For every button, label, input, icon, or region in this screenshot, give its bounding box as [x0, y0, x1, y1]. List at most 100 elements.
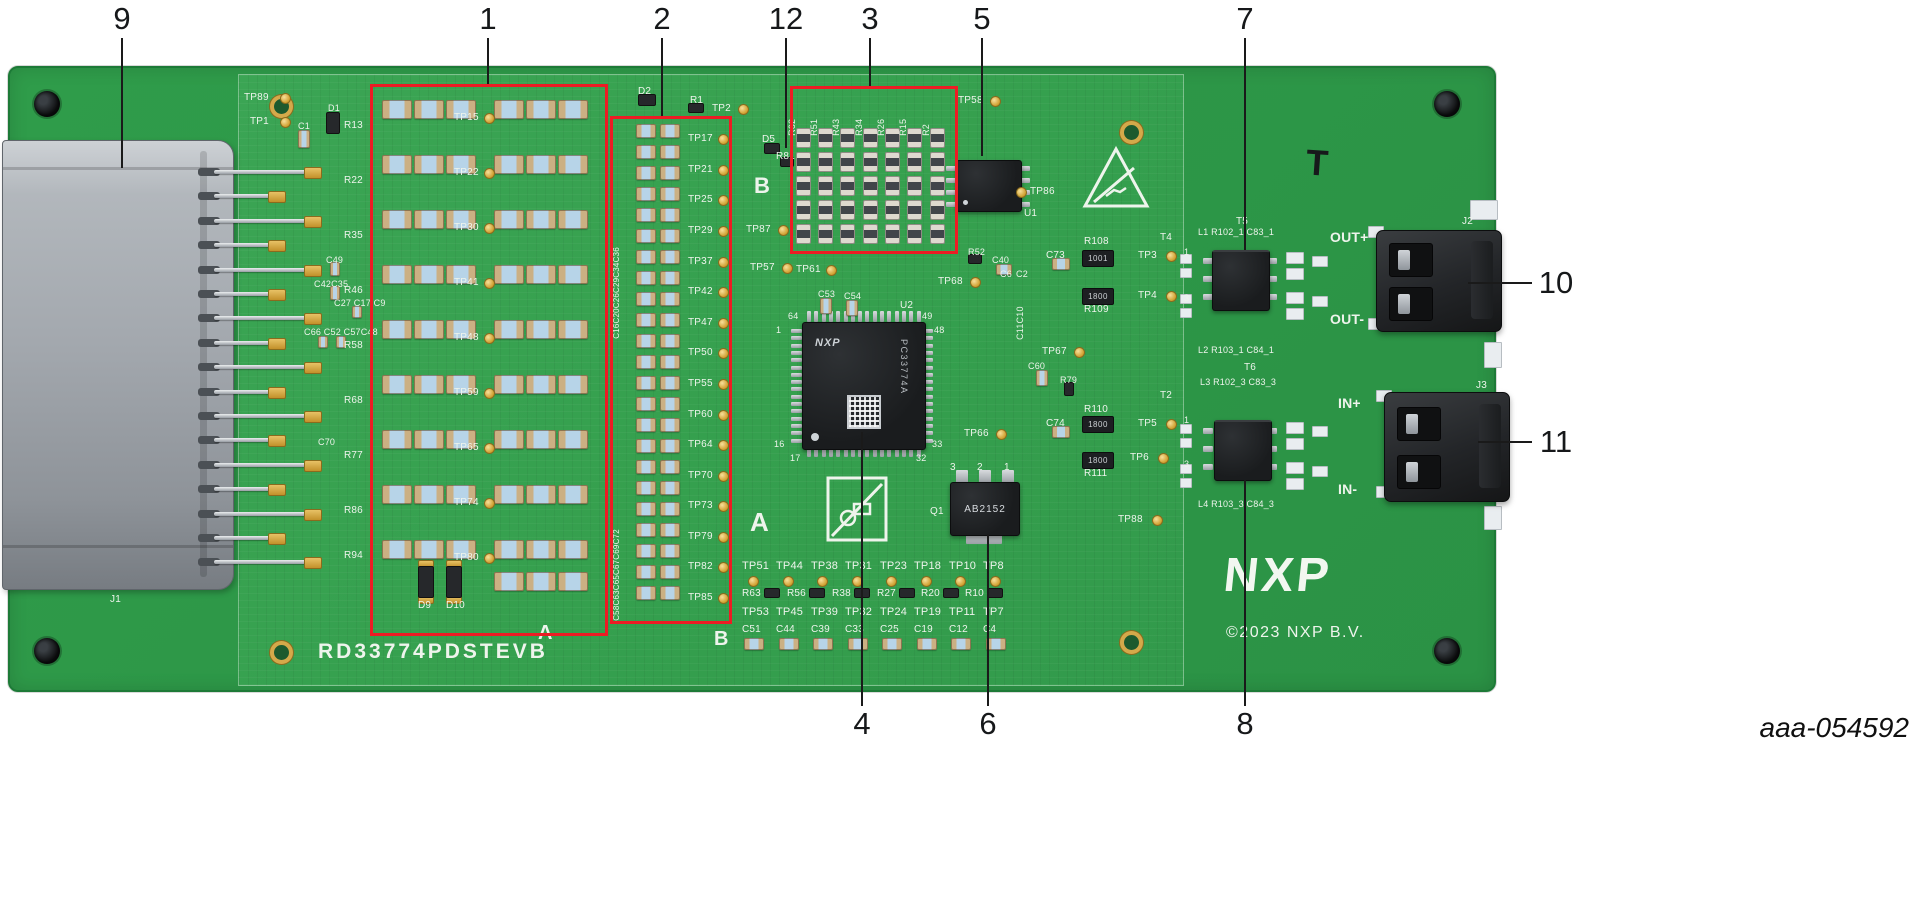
qfp-pin: [791, 409, 802, 414]
qfp-pin: [791, 438, 802, 443]
smd-pad: [1286, 268, 1304, 280]
qfp-pin: [791, 343, 802, 348]
smd-capacitor: [1052, 258, 1070, 270]
smd-capacitor: [336, 336, 346, 348]
smd-resistor: [930, 200, 945, 220]
smd-capacitor: [660, 166, 680, 180]
qfp-pin: [807, 446, 811, 457]
connector-pin-slot: [198, 412, 220, 420]
j3-latch: [1479, 403, 1501, 489]
mounting-hole: [34, 638, 60, 664]
smd-resistor: [796, 152, 811, 172]
r111-marking: 1800: [1088, 456, 1108, 465]
qfp-pin: [821, 446, 826, 457]
smd-capacitor: [330, 286, 340, 300]
smd-resistor: [796, 200, 811, 220]
qfp-pin: [916, 446, 921, 457]
via-pad: [270, 641, 293, 664]
smd-capacitor: [660, 418, 680, 432]
qfp-pin: [880, 311, 884, 322]
smd-resistor: [885, 200, 900, 220]
connector-pin: [214, 316, 310, 321]
qfp-pin: [791, 431, 802, 436]
connector-seam: [3, 545, 233, 548]
connector-solder-pad: [304, 313, 322, 326]
testpoint-pad: [989, 576, 1001, 587]
smd-capacitor: [636, 502, 656, 516]
smd-capacitor: [382, 320, 412, 339]
connector-pin-slot: [198, 241, 220, 250]
smd-capacitor: [660, 334, 680, 348]
qfp-pin: [828, 446, 833, 457]
smd-capacitor: [446, 100, 476, 119]
connector-pin: [214, 462, 310, 467]
transformer-lead: [1203, 464, 1213, 470]
callout-line-12: [785, 38, 787, 148]
smd-pad: [1180, 308, 1192, 318]
qfp-pin: [843, 446, 848, 457]
smd-capacitor: [446, 210, 476, 229]
smd-capacitor: [526, 320, 556, 339]
smd-resistor: [840, 200, 855, 220]
smd-resistor: [796, 128, 811, 148]
smd-capacitor: [636, 439, 656, 453]
smd-resistor: [809, 588, 825, 598]
connector-seam: [3, 167, 233, 170]
smd-capacitor: [636, 250, 656, 264]
resistor-r111: 1800: [1082, 452, 1114, 469]
qfp-pin: [922, 365, 933, 370]
callout-label-7: 7: [1236, 1, 1254, 36]
qfp-pin: [821, 311, 826, 322]
smd-capacitor: [996, 264, 1012, 275]
highlight-box-2: [610, 116, 732, 624]
smd-capacitor: [382, 485, 412, 504]
smd-resistor: [818, 152, 833, 172]
connector-pin-slot: [198, 363, 220, 372]
callout-line-5: [981, 38, 983, 156]
transformer-t5: [1212, 250, 1270, 311]
j3-pin: [1406, 414, 1418, 434]
j2-pin: [1398, 294, 1410, 314]
smd-pad: [1286, 462, 1304, 474]
connector-pin: [214, 267, 310, 272]
smd-capacitor: [446, 430, 476, 449]
resistor-r110: 1800: [1082, 416, 1114, 433]
smd-capacitor: [558, 320, 588, 339]
j2-latch: [1471, 241, 1493, 319]
qfp-pin: [791, 336, 802, 341]
connector-pin-slot: [198, 460, 220, 469]
callout-label-2: 2: [653, 1, 671, 36]
smd-resistor: [907, 200, 922, 220]
smd-resistor: [796, 224, 811, 244]
soic-pin: [1020, 178, 1030, 183]
transformer-lead: [1203, 294, 1213, 300]
smd-capacitor: [660, 187, 680, 201]
qfp-pin: [791, 350, 802, 355]
testpoint-pad: [748, 576, 759, 587]
soic-pin: [946, 202, 956, 207]
callout-line-7: [1244, 38, 1246, 250]
smd-capacitor: [951, 638, 971, 650]
smd-pad: [1180, 424, 1192, 434]
smd-pad: [1286, 252, 1304, 264]
smd-capacitor: [636, 481, 656, 495]
smd-capacitor: [526, 485, 556, 504]
via-pad: [1120, 121, 1143, 144]
smd-capacitor: [636, 565, 656, 579]
ic-u1: [956, 160, 1022, 212]
qfp-pin: [922, 336, 933, 341]
qfp-pin: [922, 431, 933, 436]
smd-capacitor: [636, 586, 656, 600]
mounting-hole: [1434, 91, 1460, 117]
smd-pad: [1286, 292, 1304, 304]
connector-pin-slot: [198, 168, 220, 176]
r109-marking: 1800: [1088, 292, 1108, 301]
smd-pad: [1286, 478, 1304, 490]
smd-capacitor: [526, 155, 556, 174]
connector-j3: [1384, 392, 1510, 502]
transformer-lead: [1203, 276, 1213, 282]
q1-lead: [979, 470, 991, 483]
smd-capacitor: [494, 320, 524, 339]
connector-pin-slot: [198, 338, 220, 347]
